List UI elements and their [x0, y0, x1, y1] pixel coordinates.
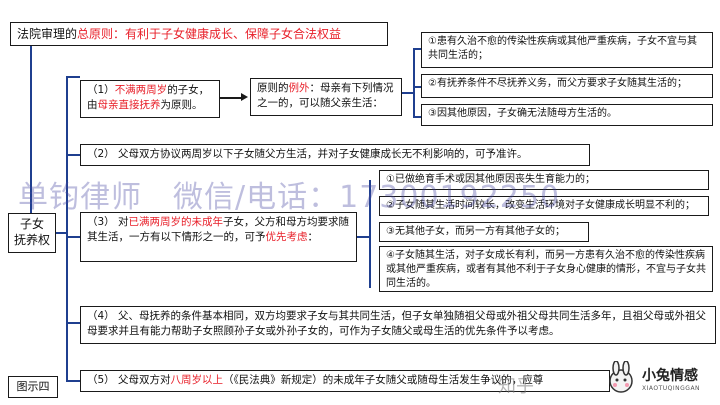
exception-item-2: ②有抚养条件不尽抚养义务，而父方要求子女随其生活的； [421, 74, 713, 98]
branch1-text2: 为原则。 [160, 99, 203, 111]
title-highlight: 总原则：有利于子女健康成长、保障子女合法权益 [77, 27, 342, 41]
branch3-item-4: ④子女随其生活，对子女成长有利，而另一方患有久治不愈的传染性疾病或其他严重疾病，… [379, 246, 713, 292]
exception-red: 例外 [288, 82, 310, 94]
exception-vline [413, 48, 415, 116]
exception-item-1: ①患有久治不愈的传染性疾病或其他严重疾病，子女不宜与其共同生活的； [421, 32, 713, 68]
arrow-icon [241, 93, 248, 101]
zhihu-watermark: 知乎 [498, 376, 534, 397]
exc-h2 [413, 86, 421, 88]
root-trunk-line [56, 232, 68, 234]
root-label: 子女 抚养权 [8, 213, 56, 253]
branch4-line [66, 322, 80, 324]
branch3-line [66, 236, 80, 238]
branch5-box: （5） 父母双方对八周岁以上（《民法典》新规定）的未成年子女随父或随母生活发生争… [80, 370, 610, 392]
branch1-to-exception-line [220, 97, 242, 99]
branch5-line [66, 380, 80, 382]
rabbit-icon [609, 361, 633, 393]
root-title-line [30, 36, 32, 214]
branch1-red1: 不满两周岁 [114, 84, 168, 96]
branch3-pre: （3） 对 [87, 216, 129, 228]
branch4-box: （4） 父、母抚养的条件基本相同，双方均要求子女与其共同生活，但子女单独随祖父母… [80, 306, 716, 344]
branch3-mid: 子女，父方和母方均要求随其生活，一方有以下情形之一的，可予 [87, 216, 350, 243]
logo-subtext: XIAOTUQINGGAN [642, 385, 701, 392]
branch5-red: 八周岁以上 [170, 374, 224, 386]
branch3-red2: 优先考虑 [265, 231, 308, 243]
branch3-items-hline [357, 236, 371, 238]
trunk-line [66, 76, 68, 382]
title-prefix: 法院审理的 [17, 27, 78, 41]
branch3-box: （3） 对已满两周岁的未成年子女，父方和母方均要求随其生活，一方有以下情形之一的… [80, 212, 357, 262]
branch5-pre: （5） 父母双方对 [87, 374, 171, 386]
branch1-num: （1） [87, 84, 115, 96]
figure-label: 图示四 [8, 376, 58, 398]
branch2-box: （2） 父母双方协议两周岁以下子女随父方生活，并对子女健康成长无不利影响的，可予… [80, 144, 590, 166]
exc-h0 [402, 92, 414, 94]
branch3-red1: 已满两周岁的未成年 [128, 216, 224, 228]
exception-box: 原则的例外：母亲有下列情况之一的，可以随父亲生活： [250, 78, 402, 116]
exception-item-3: ③因其他原因，子女确无法随母方生活的。 [421, 104, 713, 126]
branch3-post: ： [307, 231, 319, 243]
branch3-item-3: ③无其他子女，而另一方有其他子女的； [379, 222, 589, 242]
branch3-item-2: ②子女随其生活时间较长，改变生活环境对子女健康成长明显不利的； [379, 196, 709, 216]
exception-pre: 原则的 [257, 82, 289, 94]
branch1-line [66, 76, 80, 78]
watermark-text: 单钧律师 微信/电话：17300192250 [18, 180, 561, 215]
exception-post: ：母亲有下列情况之一的，可以随父亲生活： [257, 82, 394, 109]
branch1-red2: 母亲直接抚养 [97, 99, 161, 111]
branch3-item-1: ①已做绝育手术或因其他原因丧失生育能力的； [379, 170, 709, 190]
brand-logo: 小兔情感 XIAOTUQINGGAN [604, 359, 714, 399]
branch3-items-vline [369, 180, 371, 288]
exc-h1 [413, 48, 421, 50]
branch1-text1: 的子女，由 [87, 84, 210, 111]
exc-h3 [413, 116, 421, 118]
branch5-post: （《民法典》新规定）的未成年子女随父或随母生活发生争议的，应尊 [223, 374, 544, 386]
logo-text: 小兔情感 [642, 368, 698, 384]
branch2-line [66, 154, 80, 156]
title-box: 法院审理的总原则：有利于子女健康成长、保障子女合法权益 [10, 22, 388, 46]
branch1-box: （1）不满两周岁的子女，由母亲直接抚养为原则。 [80, 80, 220, 118]
